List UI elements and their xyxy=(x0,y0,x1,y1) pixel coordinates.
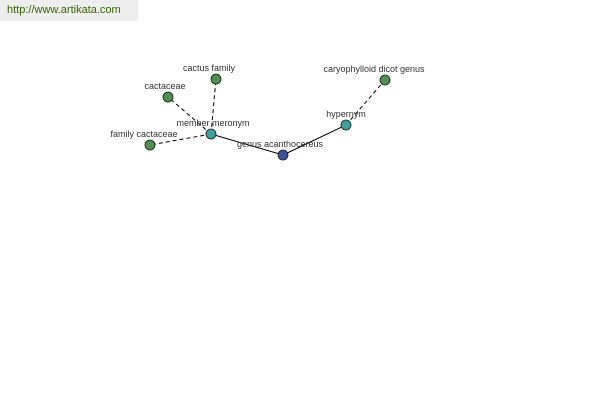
node-caryo[interactable] xyxy=(379,74,391,86)
node-center[interactable] xyxy=(277,149,289,161)
edge-member-cactus xyxy=(210,78,217,135)
node-label-cactaceae[interactable]: cactaceae xyxy=(144,81,185,91)
node-label-center[interactable]: genus acanthocereus xyxy=(237,139,324,149)
node-label-cactus[interactable]: cactus family xyxy=(183,63,236,73)
node-label-caryo[interactable]: caryophylloid dicot genus xyxy=(323,64,425,74)
edge-member-family xyxy=(149,133,212,146)
edge-member-cactaceae xyxy=(167,96,212,135)
edge-center-member xyxy=(210,133,284,156)
node-hyper[interactable] xyxy=(340,119,352,131)
node-label-hyper[interactable]: hypernym xyxy=(326,109,366,119)
node-member[interactable] xyxy=(205,128,217,140)
nodes-layer xyxy=(144,73,391,161)
labels-layer: genus acanthocereus member meronym hyperny… xyxy=(110,63,425,149)
edge-center-hyper xyxy=(282,124,347,156)
node-family[interactable] xyxy=(144,139,156,151)
node-cactaceae[interactable] xyxy=(162,91,174,103)
node-cactus[interactable] xyxy=(210,73,222,85)
site-url-link[interactable]: http://www.artikata.com xyxy=(7,4,121,16)
edges-layer xyxy=(149,78,386,156)
node-label-member[interactable]: member meronym xyxy=(176,118,249,128)
node-label-family[interactable]: family cactaceae xyxy=(110,129,177,139)
site-banner: http://www.artikata.com xyxy=(0,0,138,21)
edge-hyper-caryo xyxy=(345,79,386,126)
